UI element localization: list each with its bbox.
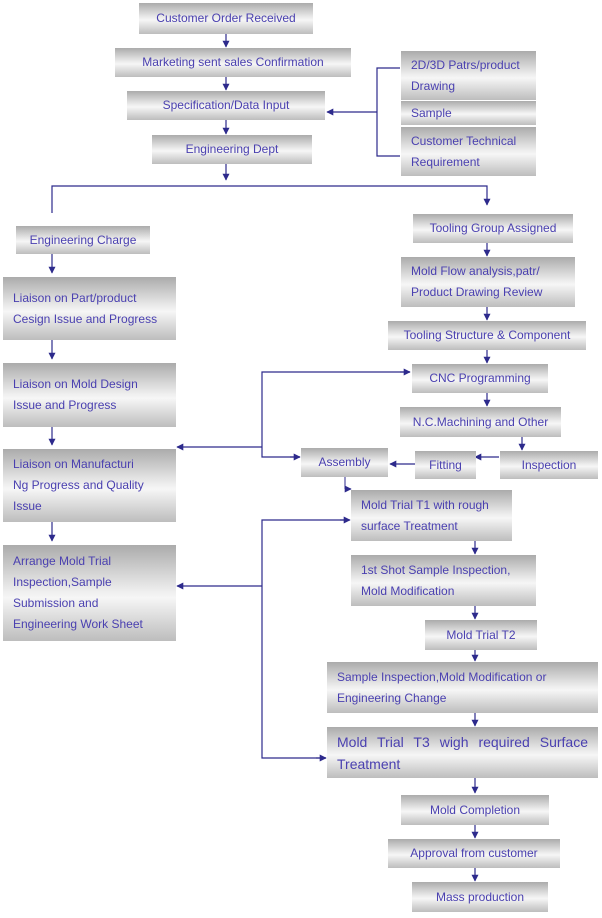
assembly-box: Assembly bbox=[301, 448, 388, 477]
cnc-programming-box: CNC Programming bbox=[412, 364, 548, 393]
sample-inspection-box: Sample Inspection,Mold Modification or E… bbox=[327, 662, 598, 713]
liaison-mold-design-box: Liaison on Mold Design Issue and Progres… bbox=[3, 363, 176, 427]
drawing-2d3d-box: 2D/3D Patrs/product Drawing bbox=[401, 51, 536, 100]
fitting-box: Fitting bbox=[415, 451, 476, 479]
spec-input-box: Specification/Data Input bbox=[127, 91, 325, 120]
tooling-group-box: Tooling Group Assigned bbox=[413, 214, 573, 243]
nc-machining-box: N.C.Machining and Other bbox=[400, 407, 561, 437]
sample-box: Sample bbox=[401, 101, 536, 125]
feedback-bracket-1 bbox=[261, 371, 410, 458]
customer-order-box: Customer Order Received bbox=[139, 3, 313, 34]
mold-trial-t3-box: Mold Trial T3 wigh required Surface Trea… bbox=[327, 727, 598, 778]
mass-production-box: Mass production bbox=[412, 882, 548, 912]
input-bracket bbox=[376, 67, 400, 157]
first-shot-box: 1st Shot Sample Inspection, Mold Modific… bbox=[351, 555, 536, 606]
liaison-manufacturing-box: Liaison on Manufacturi Ng Progress and Q… bbox=[3, 449, 176, 522]
feedback-bracket-2 bbox=[261, 519, 348, 759]
inspection-box: Inspection bbox=[500, 451, 598, 479]
split-line bbox=[51, 185, 491, 213]
tooling-structure-box: Tooling Structure & Component bbox=[388, 321, 586, 350]
liaison-part-box: Liaison on Part/product Cesign Issue and… bbox=[3, 277, 176, 340]
mold-flow-box: Mold Flow analysis,patr/ Product Drawing… bbox=[401, 257, 575, 307]
mold-trial-t1-box: Mold Trial T1 with rough surface Treatme… bbox=[351, 490, 512, 541]
engineering-charge-box: Engineering Charge bbox=[16, 226, 150, 254]
arrange-trial-box: Arrange Mold Trial Inspection,Sample Sub… bbox=[3, 545, 176, 641]
marketing-confirmation-box: Marketing sent sales Confirmation bbox=[115, 48, 351, 77]
mold-completion-box: Mold Completion bbox=[401, 795, 549, 825]
approval-box: Approval from customer bbox=[388, 839, 560, 868]
engineering-dept-box: Engineering Dept bbox=[152, 135, 312, 164]
customer-tech-req-box: Customer Technical Requirement bbox=[401, 127, 536, 176]
mold-trial-t2-box: Mold Trial T2 bbox=[425, 620, 537, 650]
